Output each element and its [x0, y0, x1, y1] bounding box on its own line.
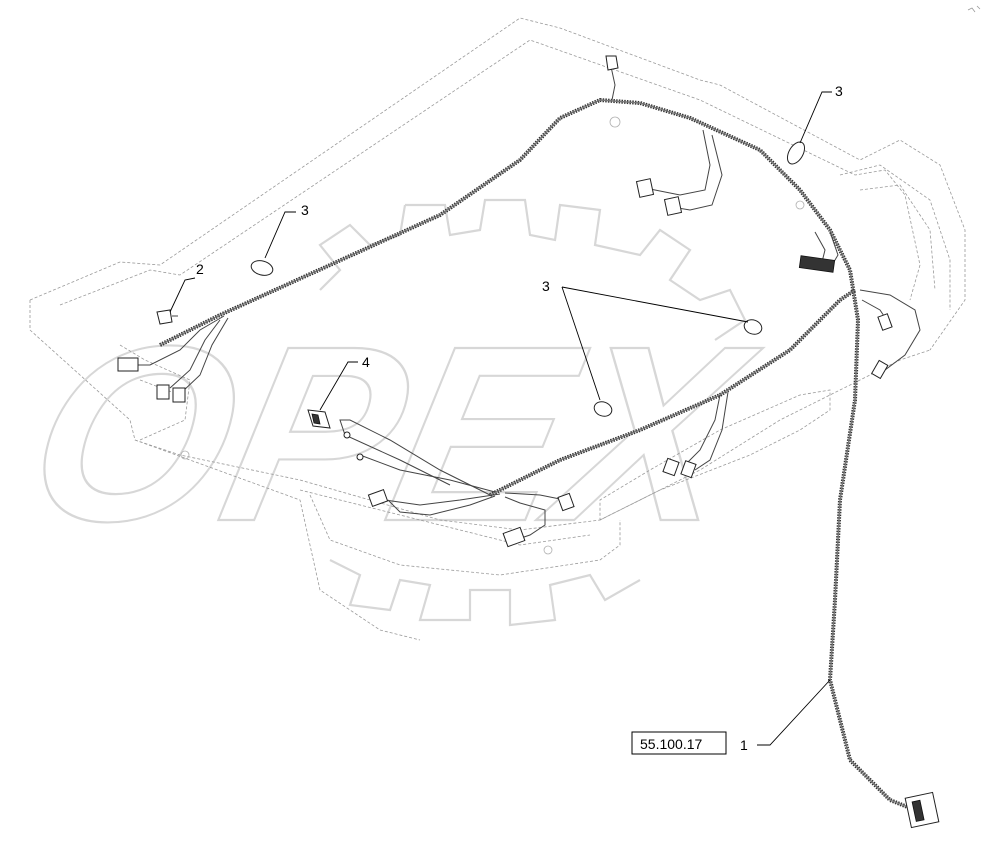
mount-hole-4: [543, 545, 553, 555]
connector-mid-b: [680, 460, 697, 479]
watermark-gear: [318, 198, 747, 627]
connector-left-a: [117, 357, 139, 372]
reference-code: 55.100.17: [640, 736, 702, 752]
cable-tie-mid: [743, 319, 763, 335]
callout-4: 4: [362, 354, 370, 370]
watermark: OPEX: [7, 198, 777, 627]
part-2-switch: [156, 309, 178, 325]
corner-mark: [967, 5, 981, 13]
leader-3-mid: [561, 286, 749, 323]
platform-top-edge: [29, 17, 966, 351]
cable-tie-upper-right: [786, 141, 806, 165]
connector-multipin: [798, 255, 836, 273]
connectors: [117, 55, 940, 829]
platform-lower-edge: [309, 494, 621, 576]
connector-top: [605, 55, 619, 71]
cable-tie-left: [250, 260, 274, 276]
branch-wires: [128, 61, 921, 541]
leader-2: [169, 277, 196, 313]
mount-hole-3: [180, 450, 190, 460]
platform-inner-edge: [59, 39, 921, 306]
callouts: 1 2 3 3 3 4: [196, 83, 843, 753]
cable-tie-lower: [593, 401, 613, 417]
connector-upper-a: [635, 178, 655, 198]
platform-rim: [299, 489, 591, 546]
connector-bottom-a: [367, 488, 389, 508]
ring-terminal-b: [356, 453, 364, 461]
platform-outline: [29, 17, 966, 641]
leader-3-upper-right: [799, 91, 832, 144]
connector-bottom-b: [557, 492, 575, 512]
platform-front-edge: [134, 349, 931, 531]
platform-right-curve: [839, 164, 951, 310]
callout-1: 1: [740, 737, 748, 753]
platform-recess: [599, 389, 831, 521]
mount-hole-1: [609, 116, 621, 128]
leader-3-left: [264, 211, 296, 259]
mount-hole-2: [795, 200, 805, 210]
connector-right-a: [877, 313, 893, 331]
connector-left-b: [156, 384, 170, 400]
reference-box: 55.100.17: [631, 731, 727, 755]
connector-mid-a: [662, 457, 680, 477]
callout-3-left: 3: [301, 202, 309, 218]
platform-left-edge: [29, 300, 421, 641]
part-3-cable-ties: [250, 141, 806, 417]
watermark-text: OPEX: [8, 294, 775, 574]
part-4-module: [307, 409, 331, 429]
callout-3-mid: 3: [542, 278, 550, 294]
callout-3-upper-right: 3: [835, 83, 843, 99]
connector-right-b: [870, 359, 889, 380]
leader-1: [757, 679, 831, 746]
leader-4: [319, 361, 358, 411]
connector-upper-b: [663, 196, 683, 216]
connector-left-c: [172, 387, 186, 403]
callout-2: 2: [196, 261, 204, 277]
ring-terminal-a: [343, 431, 351, 439]
leader-3-lower: [561, 286, 601, 401]
leader-lines: [169, 91, 832, 746]
connector-bottom-c: [502, 526, 526, 548]
